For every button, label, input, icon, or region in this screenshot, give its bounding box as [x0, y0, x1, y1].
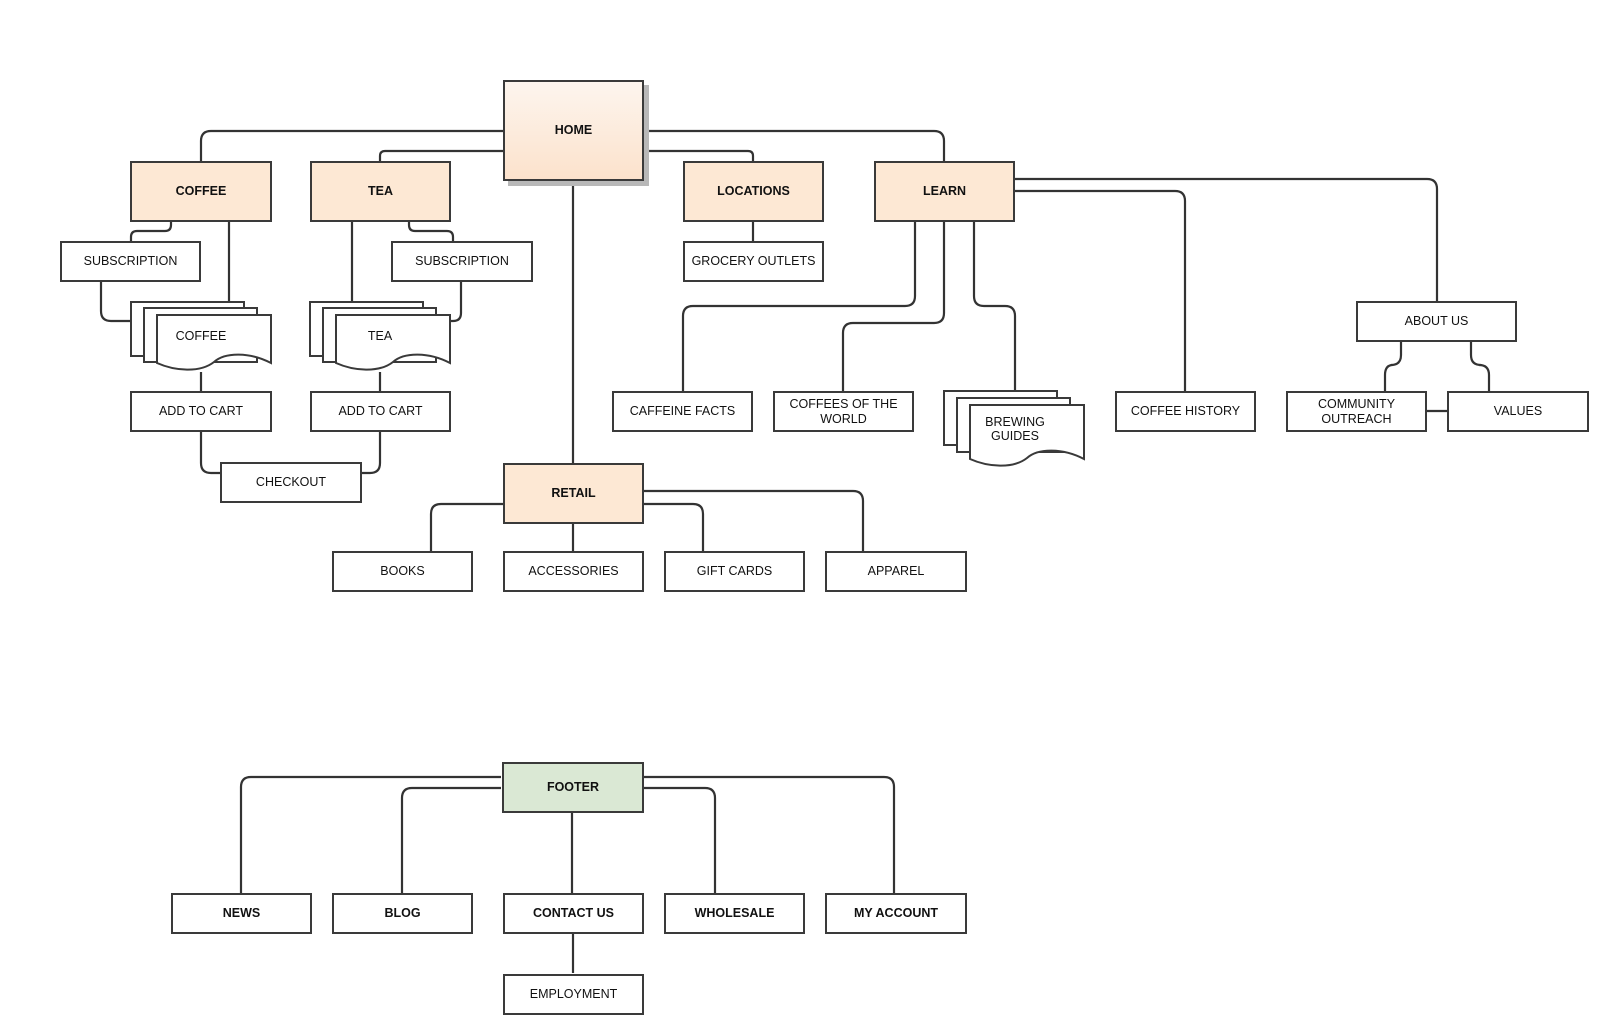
contact-us-node: CONTACT US [503, 893, 644, 934]
checkout-node: CHECKOUT [220, 462, 362, 503]
locations-category-node: LOCATIONS [683, 161, 824, 222]
coffee-products-stack: COFFEE [130, 301, 272, 371]
accessories-node: ACCESSORIES [503, 551, 644, 592]
caffeine-facts-node: CAFFEINE FACTS [612, 391, 753, 432]
connector-home-coffee [199, 129, 503, 161]
brewing-guides-page-front [969, 404, 1085, 467]
connector-footer-account [643, 775, 896, 893]
coffee-products-page-front [156, 314, 272, 371]
connector-retail-giftcards [643, 502, 705, 551]
my-account-node: MY ACCOUNT [825, 893, 967, 934]
connector-footer-blog [400, 786, 501, 893]
values-node: VALUES [1447, 391, 1589, 432]
gift-cards-node: GIFT CARDS [664, 551, 805, 592]
connector-tea-subscription [407, 221, 455, 241]
coffees-of-the-world-line1: COFFEES OF THE [789, 397, 898, 412]
community-outreach-line1: COMMUNITY [1317, 397, 1396, 412]
connector-footer-wholesale [643, 786, 717, 893]
employment-node: EMPLOYMENT [503, 974, 644, 1015]
tea-subscription-node: SUBSCRIPTION [391, 241, 533, 282]
blog-node: BLOG [332, 893, 473, 934]
tea-category-node: TEA [310, 161, 451, 222]
wholesale-node: WHOLESALE [664, 893, 805, 934]
coffee-add-to-cart-node: ADD TO CART [130, 391, 272, 432]
tea-add-to-cart-node: ADD TO CART [310, 391, 451, 432]
tea-products-page-front [335, 314, 451, 371]
connector-coffee-subscription-products [99, 281, 131, 323]
books-node: BOOKS [332, 551, 473, 592]
brewing-guides-stack: BREWING GUIDES [943, 390, 1085, 467]
connector-learn-coffees-world [841, 221, 946, 391]
footer-node: FOOTER [502, 762, 644, 813]
connector-tea-subscription-products [449, 281, 463, 323]
home-node: HOME [503, 80, 644, 181]
news-node: NEWS [171, 893, 312, 934]
connector-home-learn [643, 129, 946, 161]
retail-node: RETAIL [503, 463, 644, 524]
connector-home-locations [643, 149, 755, 161]
connector-learn-brewing [972, 221, 1017, 391]
connector-coffee-subscription [129, 221, 173, 241]
coffee-subscription-node: SUBSCRIPTION [60, 241, 201, 282]
coffee-category-node: COFFEE [130, 161, 272, 222]
connector-about-values [1469, 341, 1491, 391]
coffee-history-node: COFFEE HISTORY [1115, 391, 1256, 432]
brewing-guides-label-line2: GUIDES [991, 429, 1039, 443]
connector-retail-books [429, 502, 503, 551]
connector-learn-about [1015, 177, 1439, 301]
learn-category-node: LEARN [874, 161, 1015, 222]
coffees-of-the-world-line2: WORLD [820, 411, 867, 426]
tea-products-stack: TEA [309, 301, 451, 371]
community-outreach-line2: OUTREACH [1321, 411, 1392, 426]
brewing-guides-label-line1: BREWING [985, 415, 1045, 429]
connector-tea-cart-checkout [361, 431, 382, 475]
coffees-of-the-world-node: COFFEES OF THE WORLD [773, 391, 914, 432]
connector-footer-news [239, 775, 501, 893]
coffee-products-label: COFFEE [176, 329, 227, 343]
community-outreach-node: COMMUNITY OUTREACH [1286, 391, 1427, 432]
connector-learn-history [1015, 189, 1187, 391]
connector-home-tea [378, 149, 503, 161]
grocery-outlets-node: GROCERY OUTLETS [683, 241, 824, 282]
connector-retail-apparel [643, 489, 865, 551]
connector-about-community [1383, 341, 1403, 391]
connector-coffee-cart-checkout [199, 431, 221, 475]
apparel-node: APPAREL [825, 551, 967, 592]
connector-learn-caffeine [681, 221, 917, 391]
about-us-node: ABOUT US [1356, 301, 1517, 342]
tea-products-label: TEA [368, 329, 393, 343]
